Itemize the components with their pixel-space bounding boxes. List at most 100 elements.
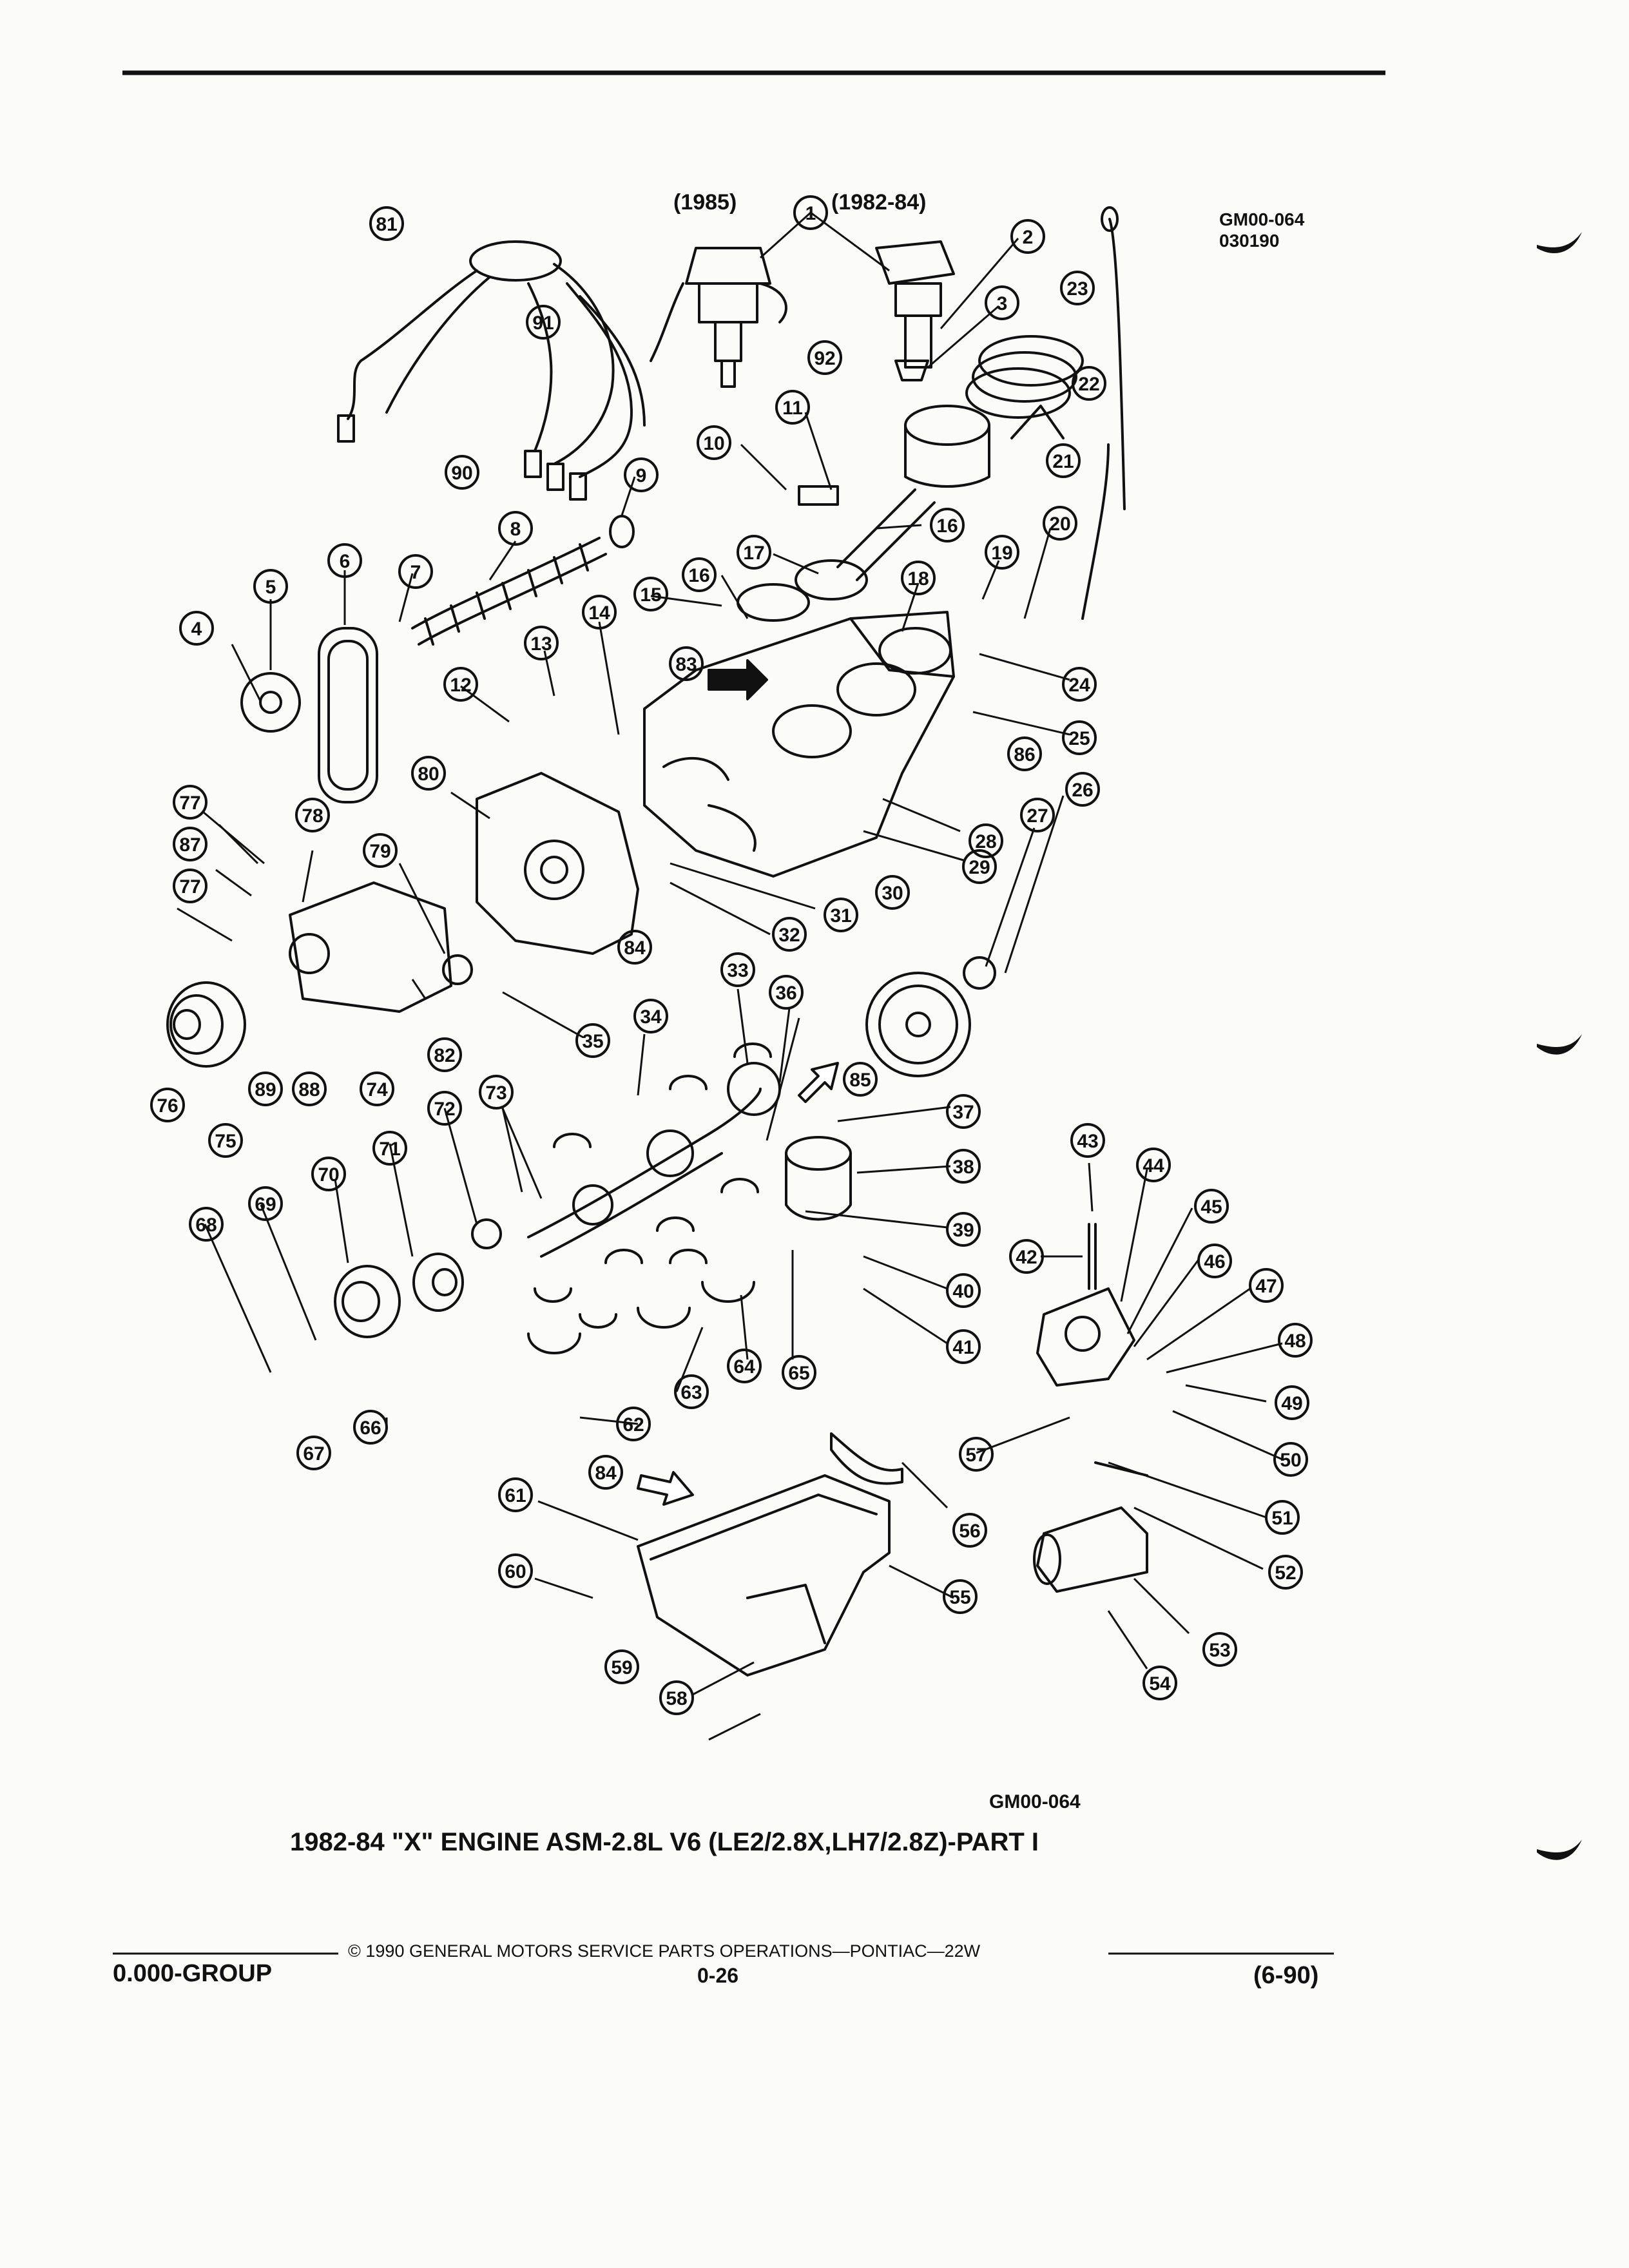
ring-set-bracket: [1010, 405, 1065, 439]
cam-bearing: [609, 515, 635, 548]
callout-78-group: 77: [173, 785, 265, 865]
callout-59: 59: [611, 1657, 632, 1678]
flywheel: [865, 972, 971, 1077]
callout-22: 22: [1078, 374, 1099, 395]
water-pump-pulley: [166, 981, 246, 1068]
crankshaft: [527, 1062, 781, 1258]
callout-68: 68: [195, 1215, 217, 1236]
distributor-1985: [650, 247, 787, 388]
callout-55: 55: [949, 1587, 970, 1608]
callout-14: 14: [588, 602, 610, 624]
callout-90: 89: [255, 1079, 276, 1100]
piston-rings: [965, 335, 1084, 419]
callout-7: 7: [410, 562, 421, 583]
callout-16-a: 16: [688, 565, 709, 586]
leader-lines: [177, 211, 1283, 1741]
callout-32: 32: [778, 925, 800, 946]
callout-92: 91: [532, 312, 554, 334]
callout-86: 85: [849, 1070, 871, 1091]
engine-block: [643, 611, 955, 878]
callout-67: 67: [303, 1443, 324, 1465]
callout-88: 87: [179, 834, 200, 856]
callout-48: 48: [1284, 1331, 1306, 1352]
callout-64: 64: [733, 1356, 755, 1378]
callout-63: 63: [680, 1382, 702, 1403]
callout-82: 81: [376, 214, 397, 235]
callout-54: 54: [1149, 1673, 1171, 1695]
footer-page-number: 0-26: [697, 1964, 739, 1987]
callout-34: 34: [640, 1006, 662, 1028]
front-cover: [476, 772, 639, 955]
crankshaft-hub: [412, 1253, 464, 1312]
crankshaft-gear: [471, 1218, 502, 1249]
callout-24: 24: [1068, 675, 1090, 696]
callout-85: 84: [624, 937, 646, 959]
water-pump: [289, 881, 452, 1013]
camshaft-sprocket: [240, 672, 301, 733]
callout-75: 75: [215, 1131, 236, 1152]
callout-83: 82: [434, 1045, 455, 1066]
callout-12: 12: [450, 675, 471, 696]
callout-40: 40: [952, 1281, 974, 1302]
bottom-ref-id: GM00-064: [989, 1791, 1081, 1812]
callout-25: 25: [1068, 728, 1090, 749]
callout-33: 33: [727, 960, 748, 981]
callout-9: 9: [636, 465, 647, 486]
callout-16-b: 16: [936, 515, 958, 537]
callout-84-b: 84: [595, 1463, 617, 1484]
callout-8: 8: [510, 519, 521, 540]
callout-77: 77: [179, 876, 200, 898]
callout-60: 60: [505, 1561, 526, 1582]
callout-19: 19: [991, 543, 1012, 564]
footer-group: 0.000-GROUP: [113, 1960, 273, 1987]
callout-45: 45: [1200, 1196, 1222, 1218]
callout-6: 6: [340, 551, 351, 572]
callout-41: 41: [952, 1337, 974, 1358]
callout-23: 23: [1066, 278, 1088, 300]
callout-39: 39: [952, 1220, 974, 1241]
scan-marks: [1537, 232, 1582, 1860]
callout-36: 36: [775, 983, 796, 1004]
arrow-84-lower: [637, 1471, 694, 1506]
callout-72: 72: [434, 1099, 455, 1120]
callout-61: 61: [505, 1485, 526, 1506]
callout-1: 1: [805, 203, 816, 224]
callout-46: 46: [1204, 1251, 1225, 1273]
callout-17: 17: [743, 543, 764, 564]
main-bearing-caps: [527, 1281, 755, 1354]
piston: [798, 405, 990, 506]
callout-58: 58: [666, 1688, 687, 1709]
callout-4: 4: [191, 619, 202, 640]
callout-74: 74: [366, 1079, 388, 1100]
callout-bubbles: [150, 195, 1313, 1715]
callout-84-a: 83: [675, 654, 697, 675]
arrow-84-upper: [708, 659, 768, 700]
harmonic-balancer: [334, 1265, 401, 1338]
oil-dipstick: [1108, 218, 1126, 510]
callout-27: 27: [1027, 805, 1048, 827]
callout-66: 66: [360, 1418, 381, 1439]
timing-chain: [318, 627, 378, 803]
camshaft: [411, 537, 607, 646]
callout-73: 73: [485, 1082, 506, 1104]
callout-28: 28: [975, 831, 996, 852]
figure-ref-id: GM00-064: [1219, 209, 1305, 229]
callout-42: 42: [1016, 1247, 1037, 1268]
callout-65: 65: [788, 1363, 809, 1384]
callout-13: 13: [530, 633, 552, 655]
callout-71: 71: [379, 1139, 400, 1160]
callout-44: 44: [1142, 1155, 1164, 1177]
callout-5: 5: [265, 577, 276, 598]
year-label-1982-84: (1982-84): [831, 190, 927, 215]
callout-3: 3: [997, 293, 1008, 314]
callout-80: 79: [369, 841, 390, 862]
callout-93: 92: [814, 348, 835, 369]
callout-15: 15: [640, 584, 661, 606]
callout-50: 50: [1280, 1450, 1301, 1471]
crankshaft-seal: [442, 954, 473, 985]
oil-pump: [1036, 1223, 1135, 1387]
flywheel-plate: [963, 956, 996, 990]
callout-70: 70: [318, 1164, 339, 1186]
callout-37: 37: [952, 1102, 974, 1123]
